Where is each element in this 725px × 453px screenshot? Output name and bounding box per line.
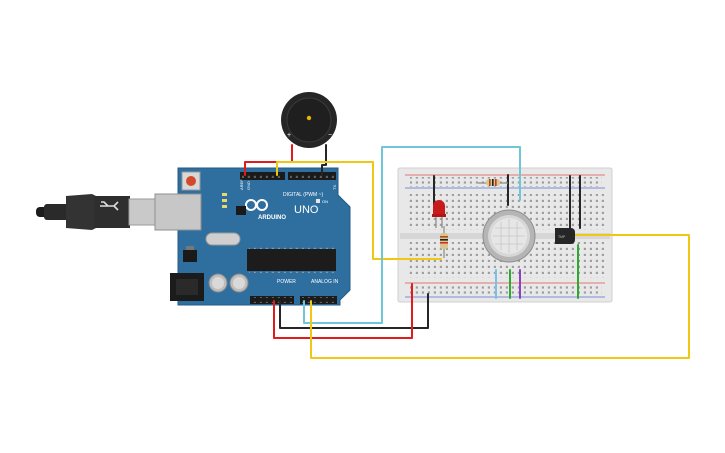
gnd-label: GND [246, 181, 251, 190]
wire-yellow-led [276, 161, 442, 260]
tx-label: TX [332, 185, 337, 190]
power-label: POWER [277, 279, 296, 285]
gas-sensor-icon [482, 209, 536, 263]
wire-red-buzzer [244, 144, 293, 176]
wire-red-5v [273, 283, 413, 339]
svg-text:TMP: TMP [558, 235, 566, 239]
resistor-led-icon [440, 226, 448, 258]
wire-black-gnd [279, 293, 429, 329]
wires [244, 144, 690, 359]
wire-yellow-temp [310, 234, 690, 359]
led-icon [432, 200, 446, 228]
svg-text:−: − [328, 132, 332, 139]
arduino-logo: ARDUINO UNO [245, 199, 319, 221]
digital-label: DIGITAL (PWM ~) [283, 192, 323, 198]
aref-label: AREF [239, 179, 244, 190]
wire-black-buzzer [321, 144, 327, 176]
microcontroller-chip [247, 249, 336, 271]
svg-text:+: + [287, 132, 291, 139]
usb-port [154, 193, 202, 231]
model-label: UNO [294, 204, 319, 216]
arduino-board: AREF GND DIGITAL (PWM ~) TX RX ON ARDUIN… [154, 167, 351, 306]
buzzer-icon: + − [281, 92, 337, 148]
resistor-icon [478, 179, 508, 186]
temperature-sensor-icon: TMP [555, 228, 575, 244]
rx-label: RX [337, 184, 342, 190]
brand-label: ARDUINO [258, 215, 286, 221]
on-label: ON [322, 199, 328, 204]
wire-cyan-sensor [303, 146, 521, 324]
analog-label: ANALOG IN [311, 279, 339, 285]
reset-button[interactable] [186, 176, 196, 186]
